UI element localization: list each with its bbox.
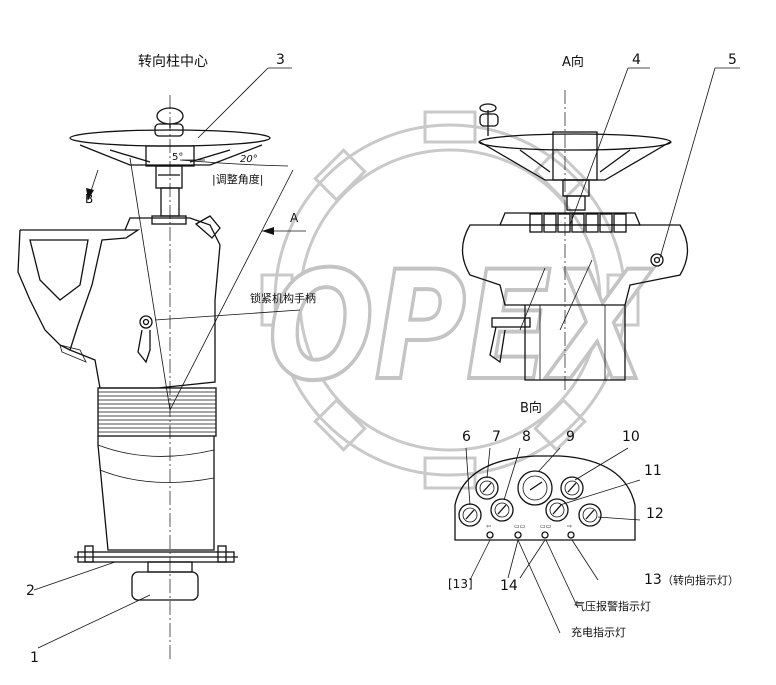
arrow-a-label: A	[290, 211, 299, 225]
dashboard-housing	[17, 215, 221, 389]
callout-13-turn: 13	[644, 572, 662, 588]
svg-text:⇨: ⇨	[567, 523, 572, 530]
gauge-7	[475, 476, 499, 500]
angle-5-label: 5°	[172, 152, 183, 163]
front-view-a	[461, 90, 689, 390]
callout-5: 5	[728, 52, 737, 68]
arrow-b-label: B	[85, 192, 93, 206]
instrument-cluster: ⇦ ▭▭ ▭▭ ⇨	[454, 455, 636, 541]
callout-7: 7	[492, 429, 501, 445]
side-view	[17, 95, 306, 660]
callout-9: 9	[566, 429, 575, 445]
gauge-12	[578, 503, 602, 527]
view-a-label: A向	[562, 54, 584, 70]
watermark-logo: OPEX	[260, 110, 655, 490]
watermark-gear	[260, 110, 640, 490]
steering-wheel	[69, 107, 271, 167]
gauge-11	[545, 498, 569, 522]
callout-6: 6	[462, 429, 471, 445]
callout-10: 10	[622, 429, 640, 445]
turn-left-lamp-icon	[486, 531, 494, 539]
ignition-switch-icon	[650, 253, 664, 267]
svg-text:▭▭: ▭▭	[514, 523, 525, 530]
turn-indicator-label: （转向指示灯）	[662, 573, 739, 587]
callout-8: 8	[522, 429, 531, 445]
angle-20-label: 20°	[240, 154, 258, 165]
view-b-label: B向	[520, 400, 542, 416]
air-pressure-alarm-label: 气压报警指示灯	[574, 599, 651, 613]
svg-text:▭▭: ▭▭	[540, 523, 551, 530]
bellows	[97, 387, 217, 437]
switch-panel	[529, 213, 627, 233]
lock-handle	[137, 315, 153, 364]
charge-lamp-icon	[514, 531, 522, 539]
callout-13-bracket: [13]	[448, 577, 473, 591]
speedometer-9	[517, 470, 553, 506]
callout-4: 4	[632, 52, 641, 68]
labels: 转向柱中心 A向 B向 A B 5° 20° |调整角度| 锁紧机构手柄 （转向…	[85, 54, 739, 639]
charge-indicator-label: 充电指示灯	[571, 625, 626, 639]
callout-numbers: 1 2 3 4 5 6 7 8 9 10 11 12 13 [13] 14	[26, 52, 737, 666]
steering-column-center-label: 转向柱中心	[138, 54, 208, 70]
lock-handle-label: 锁紧机构手柄	[250, 291, 316, 305]
gauge-8	[490, 498, 514, 522]
svg-text:⇦: ⇦	[486, 523, 491, 530]
gauge-6	[458, 503, 482, 527]
air-pressure-lamp-icon	[541, 531, 549, 539]
callout-11: 11	[644, 463, 662, 479]
callout-1: 1	[30, 650, 39, 666]
turn-right-lamp-icon	[567, 531, 575, 539]
callout-3: 3	[276, 52, 285, 68]
callout-12: 12	[646, 506, 664, 522]
callout-14: 14	[500, 578, 518, 594]
leader-lines	[33, 67, 740, 649]
adjust-angle-label: |调整角度|	[212, 172, 263, 186]
gauge-10	[560, 476, 584, 500]
watermark-text: OPEX	[268, 240, 653, 414]
callout-2: 2	[26, 583, 35, 599]
